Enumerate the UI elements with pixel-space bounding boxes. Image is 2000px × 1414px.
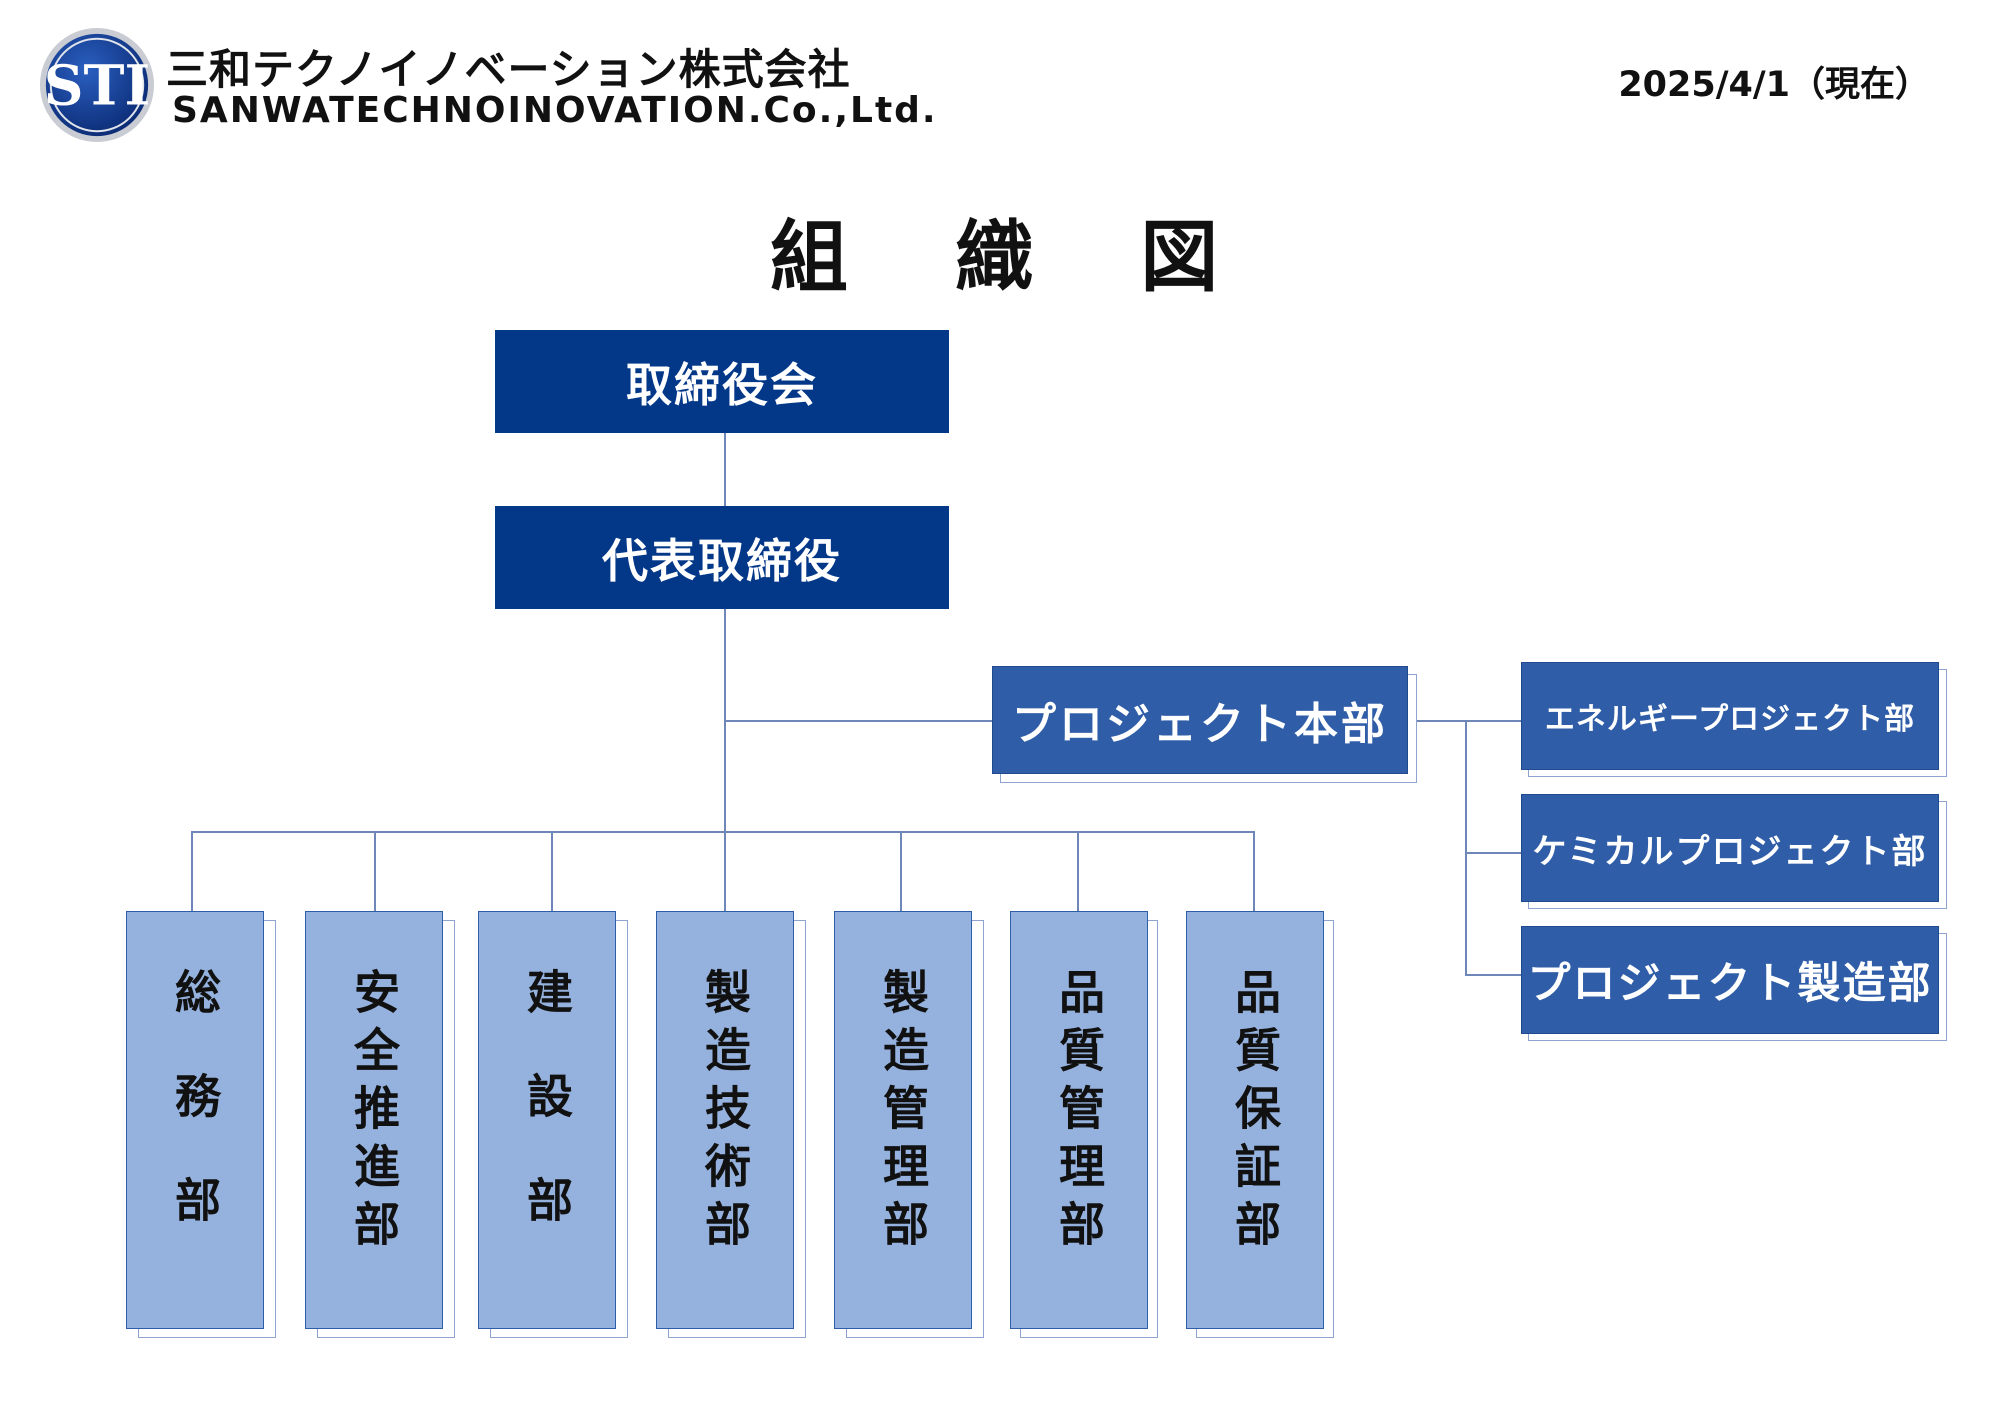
dept-2-label: 建設部 [520,968,574,1280]
dept-2-box: 建設部 [478,911,616,1329]
page-title: 組 織 図 [770,213,1259,303]
dept-3-box: 製造技術部 [656,911,794,1329]
connector-board-president [724,433,726,506]
dept-3-label: 製造技術部 [698,968,752,1258]
connector-branch-vertical [1465,720,1467,975]
project-hq-box: プロジェクト本部 [992,666,1408,774]
president-box: 代表取締役 [495,506,949,609]
company-logo: STI [39,27,155,143]
connector-departments-bar [191,831,1254,833]
connector-dept-2 [551,831,553,911]
dept-5-label: 品質管理部 [1052,968,1106,1258]
company-name-en: SANWATECHNOINOVATION.Co.,Ltd. [172,90,938,131]
dept-0-label: 総務部 [168,968,222,1280]
connector-dept-4 [900,831,902,911]
logo-lettering: STI [44,53,150,118]
project-dept-0-box: エネルギープロジェクト部 [1521,662,1939,770]
connector-branch-1 [1465,852,1521,854]
dept-4-box: 製造管理部 [834,911,972,1329]
connector-president-trunk [724,609,726,913]
dept-1-label: 安全推進部 [347,968,401,1258]
connector-branch-2 [1465,974,1521,976]
dept-5-box: 品質管理部 [1010,911,1148,1329]
project-dept-1-box: ケミカルプロジェクト部 [1521,794,1939,902]
project-dept-2-box: プロジェクト製造部 [1521,926,1939,1034]
connector-dept-0 [191,831,193,911]
dept-0-box: 総務部 [126,911,264,1329]
connector-hq-branch [1410,720,1466,722]
connector-dept-1 [374,831,376,911]
board-box: 取締役会 [495,330,949,433]
connector-branch-0 [1465,720,1521,722]
dept-4-label: 製造管理部 [876,968,930,1258]
dept-6-label: 品質保証部 [1228,968,1282,1258]
connector-dept-5 [1077,831,1079,911]
connector-trunk-hq [725,720,992,722]
dept-1-box: 安全推進部 [305,911,443,1329]
connector-dept-6 [1253,831,1255,911]
company-name-jp: 三和テクノイノベーション株式会社 [166,45,851,94]
date-label: 2025/4/1（現在） [1618,65,1930,105]
dept-6-box: 品質保証部 [1186,911,1324,1329]
